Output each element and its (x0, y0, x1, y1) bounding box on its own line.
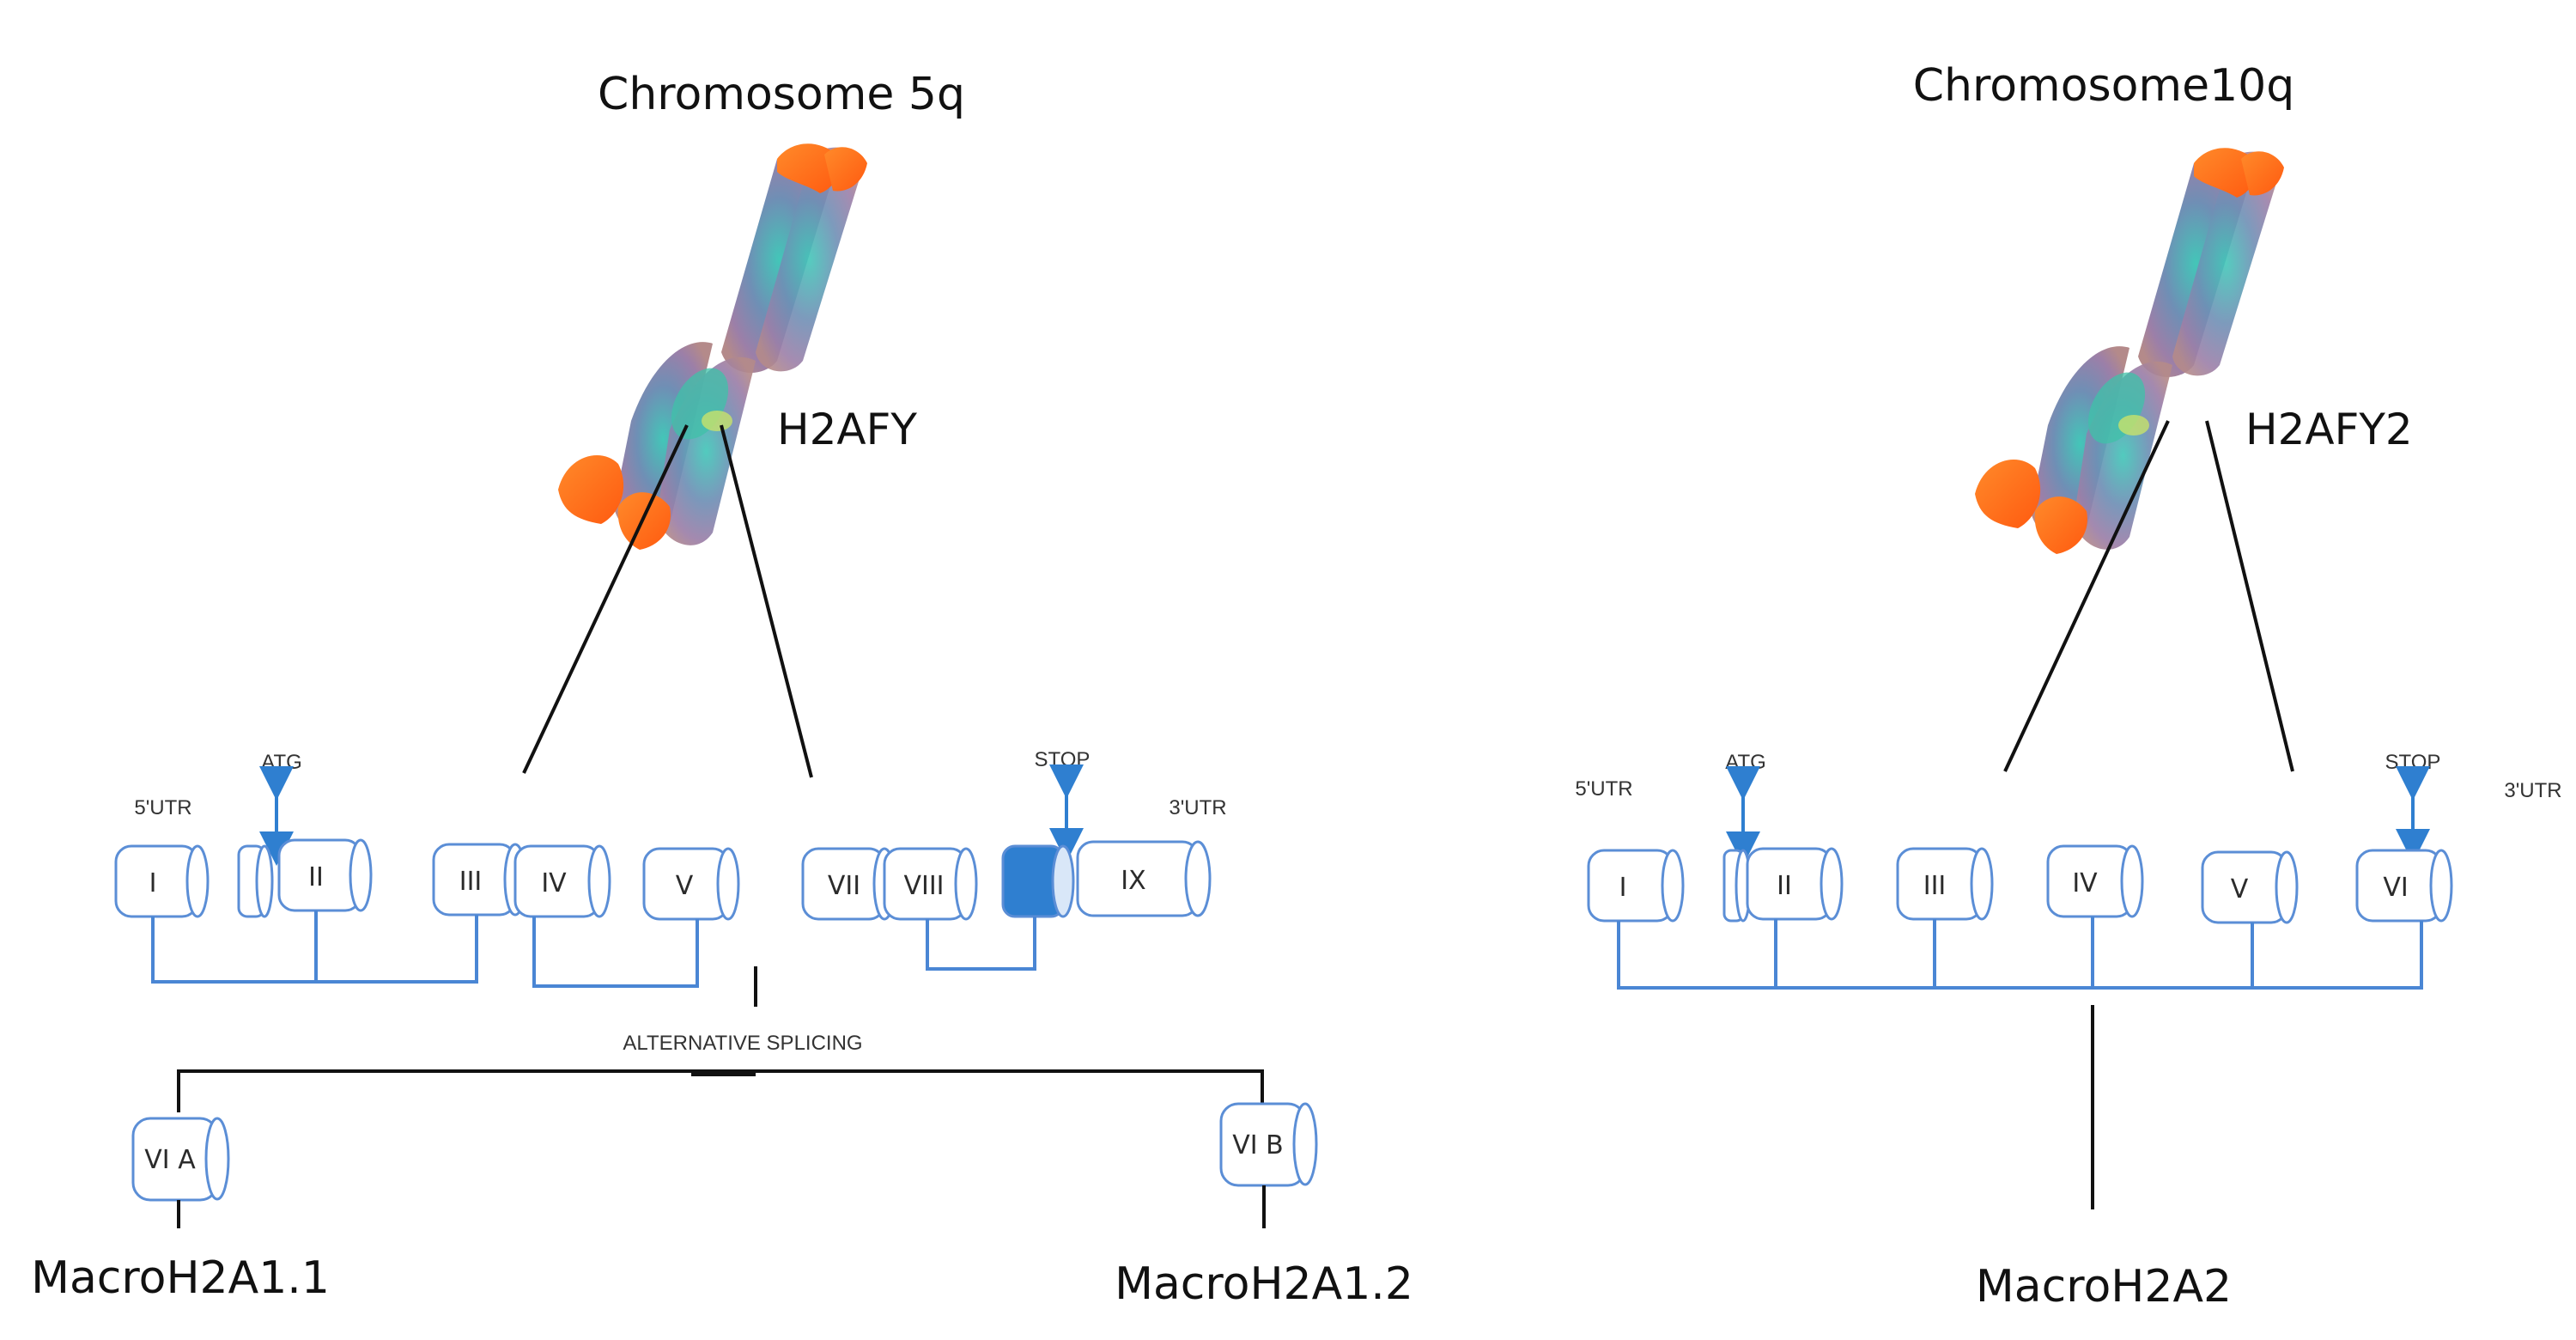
right-exon-II: II (1746, 847, 1844, 921)
left-atg-label: ATG (261, 751, 302, 774)
right-exon-III: III (1896, 847, 1994, 921)
left-splice-branch (177, 1069, 1264, 1112)
left-product-b: MacroH2A1.2 (1115, 1258, 1413, 1310)
right-utr3-label: 3'UTR (2504, 779, 2561, 802)
left-connector-I-II (151, 911, 318, 984)
svg-text:V: V (676, 871, 694, 901)
left-exon-IV: IV (513, 844, 611, 918)
right-exon-IV: IV (2046, 844, 2144, 918)
left-exon-small-uncoded (237, 844, 274, 918)
left-exon-VIA: VI A (131, 1117, 230, 1202)
left-connector-VIII-filled (926, 917, 1036, 971)
svg-text:I: I (149, 868, 157, 898)
left-exon-V: V (642, 847, 740, 921)
left-exon-II: II (277, 838, 373, 912)
left-chromosome-title: Chromosome 5q (598, 69, 965, 120)
svg-text:IV: IV (2072, 868, 2098, 898)
right-gene-label: H2AFY2 (2245, 405, 2413, 454)
left-exon-VIB: VI B (1219, 1102, 1318, 1187)
right-exon-VI: VI (2355, 849, 2453, 923)
right-stop-label: STOP (2385, 751, 2441, 774)
left-gene-label: H2AFY (777, 405, 917, 454)
svg-text:VII: VII (828, 871, 860, 901)
right-zoom-line-left (2003, 420, 2170, 772)
left-zoom-line-right (720, 424, 813, 778)
svg-text:VI: VI (2383, 873, 2408, 903)
svg-text:V: V (2231, 874, 2249, 904)
svg-text:IV: IV (541, 868, 567, 898)
svg-text:VIII: VIII (903, 871, 944, 901)
left-exon-III: III (432, 843, 527, 917)
right-exon-I: I (1587, 849, 1685, 923)
left-connector-IV-V (532, 917, 699, 988)
left-exon-I: I (114, 844, 210, 918)
left-connector-II-III (316, 915, 478, 984)
right-chromosome-image (1975, 148, 2284, 554)
left-exon-IX: IX (1076, 840, 1212, 917)
right-connector-bus (1617, 921, 2423, 990)
left-chromosome-image (558, 143, 867, 550)
svg-text:II: II (1777, 871, 1792, 901)
left-exon-VII: VII (801, 847, 896, 921)
left-utr3-label: 3'UTR (1169, 796, 1226, 819)
svg-text:VI B: VI B (1232, 1130, 1284, 1160)
svg-text:II: II (308, 862, 324, 892)
right-exon-V: V (2201, 850, 2299, 924)
left-stop-label: STOP (1035, 748, 1091, 771)
svg-text:I: I (1619, 873, 1627, 903)
right-atg-label: ATG (1725, 751, 1766, 774)
left-exon-filled (1001, 844, 1075, 918)
left-zoom-line-left (522, 424, 689, 774)
right-zoom-line-right (2205, 420, 2294, 772)
svg-text:III: III (1923, 871, 1947, 901)
left-exon-VIII: VIII (883, 847, 978, 921)
left-product-a: MacroH2A1.1 (31, 1252, 330, 1304)
svg-text:VI A: VI A (144, 1145, 196, 1175)
svg-text:III: III (459, 867, 483, 897)
right-utr5-label: 5'UTR (1575, 777, 1632, 801)
right-product: MacroH2A2 (1976, 1261, 2232, 1313)
left-alt-splicing-label: ALTERNATIVE SPLICING (623, 1032, 862, 1055)
svg-text:IX: IX (1121, 866, 1145, 896)
left-utr5-label: 5'UTR (134, 796, 191, 819)
right-chromosome-title: Chromosome10q (1913, 60, 2295, 112)
